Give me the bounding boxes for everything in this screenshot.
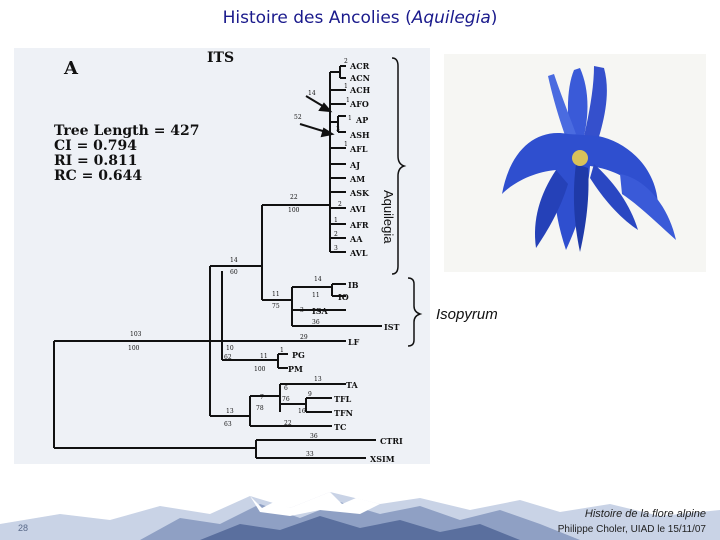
taxon-label: ASH — [349, 130, 370, 140]
consistency-index: CI = 0.794 — [54, 138, 138, 154]
branch-number: 100 — [288, 207, 300, 214]
branch-number: 14 — [308, 90, 316, 97]
branch-number: 62 — [224, 354, 232, 361]
branch-number: 11 — [312, 292, 320, 299]
taxon-label: IST — [384, 322, 400, 332]
taxon-label: AFR — [349, 220, 369, 230]
taxon-labels: ACR ACN ACH AFO AP ASH AFL AJ AM ASK AVI… — [288, 61, 403, 464]
title-genus: Aquilegia — [411, 8, 491, 28]
branch-number: 63 — [224, 421, 232, 428]
slide-number: 28 — [18, 523, 29, 533]
panel-letter: A — [64, 58, 78, 79]
branch-number: 1 — [280, 347, 284, 354]
taxon-label: LF — [348, 337, 360, 347]
branch-number: 76 — [282, 396, 290, 403]
branch-number: 14 — [230, 257, 238, 264]
branch-number: 1 — [348, 115, 352, 122]
branch-number: 22 — [290, 194, 298, 201]
taxon-label: TA — [346, 380, 359, 390]
branch-number: 16 — [298, 408, 306, 415]
branch-number: 36 — [310, 433, 318, 440]
branch-number: 14 — [314, 276, 322, 283]
tree-arrows — [299, 95, 335, 138]
branch-number: 60 — [230, 269, 238, 276]
branch-number: 3 — [300, 307, 304, 314]
taxon-label: ACR — [349, 61, 370, 71]
branch-number: 1 — [344, 83, 348, 90]
branch-number: 100 — [254, 366, 266, 373]
branch-number: 1 — [344, 141, 348, 148]
title-suffix: ) — [490, 8, 498, 28]
title-prefix: Histoire des Ancolies ( — [222, 8, 412, 28]
branch-number: 10 — [226, 345, 234, 352]
blue-columbine-flower-icon — [444, 54, 706, 272]
taxon-label: AA — [349, 234, 363, 244]
columbine-photo — [444, 54, 706, 272]
footer-course-title: Histoire de la flore alpine — [584, 508, 706, 520]
taxon-label: AFL — [349, 144, 368, 154]
taxon-label: IO — [338, 292, 349, 302]
tree-statistics: Tree Length = 427 CI = 0.794 RI = 0.811 … — [54, 124, 200, 184]
branch-number: 3 — [336, 126, 340, 133]
branch-number: 7 — [260, 394, 264, 401]
branch-number: 52 — [294, 114, 302, 121]
taxon-label: ASK — [349, 188, 370, 198]
branch-number: 100 — [128, 345, 140, 352]
isopyrum-clade-label: Isopyrum — [436, 306, 498, 323]
taxon-label: AVL — [349, 248, 368, 258]
branch-number: 22 — [284, 420, 292, 427]
taxon-label: TFN — [334, 408, 353, 418]
branch-number: 9 — [308, 391, 312, 398]
clade-brackets — [391, 57, 423, 347]
taxon-label: CTRI — [380, 436, 403, 446]
taxon-label: AP — [355, 115, 368, 125]
branch-number: 75 — [272, 303, 280, 310]
branch-number: 3 — [334, 245, 338, 252]
branch-number: 36 — [312, 319, 320, 326]
phylogeny-panel — [14, 48, 430, 464]
branch-number: 6 — [284, 385, 288, 392]
tree-length: Tree Length = 427 — [54, 123, 200, 139]
branch-number: 2 — [338, 201, 342, 208]
taxon-label: TC — [334, 422, 346, 432]
footer-author-date: Philippe Choler, UIAD le 15/11/07 — [557, 524, 706, 535]
mountain-footer-banner — [0, 484, 720, 540]
branch-number: 1 — [346, 97, 350, 104]
branch-number: 78 — [256, 405, 264, 412]
rescaled-consistency-index: RC = 0.644 — [54, 168, 143, 184]
branch-number: 2 — [344, 58, 348, 65]
taxon-label: AFO — [349, 99, 369, 109]
taxon-label: ACH — [349, 85, 371, 95]
taxon-label: ACN — [349, 73, 370, 83]
branch-number: 103 — [130, 331, 142, 338]
aquilegia-clade-label: Aquilegia — [381, 190, 396, 244]
branch-number: 11 — [272, 291, 280, 298]
branch-number: 2 — [334, 231, 338, 238]
branch-number: 13 — [314, 376, 322, 383]
taxon-label: AVI — [349, 204, 366, 214]
taxon-label: PM — [288, 364, 303, 374]
taxon-label: AJ — [349, 160, 360, 170]
slide-title: Histoire des Ancolies (Aquilegia) — [0, 8, 720, 28]
retention-index: RI = 0.811 — [54, 153, 138, 169]
branch-support-numbers: 2 1 14 1 52 3 1 1 22 100 2 1 2 3 14 60 1… — [128, 58, 352, 458]
marker-label: ITS — [207, 50, 235, 66]
taxon-label: AM — [349, 174, 365, 184]
branch-number: 29 — [300, 334, 308, 341]
tree-branches — [53, 65, 382, 459]
taxon-label: XSIM — [370, 454, 395, 464]
taxon-label: IB — [348, 280, 359, 290]
taxon-label: ISA — [312, 306, 329, 316]
branch-number: 13 — [226, 408, 234, 415]
taxon-label: TFL — [334, 394, 352, 404]
branch-number: 1 — [334, 217, 338, 224]
branch-number: 11 — [260, 353, 268, 360]
branch-number: 33 — [306, 451, 314, 458]
taxon-label: PG — [292, 350, 305, 360]
